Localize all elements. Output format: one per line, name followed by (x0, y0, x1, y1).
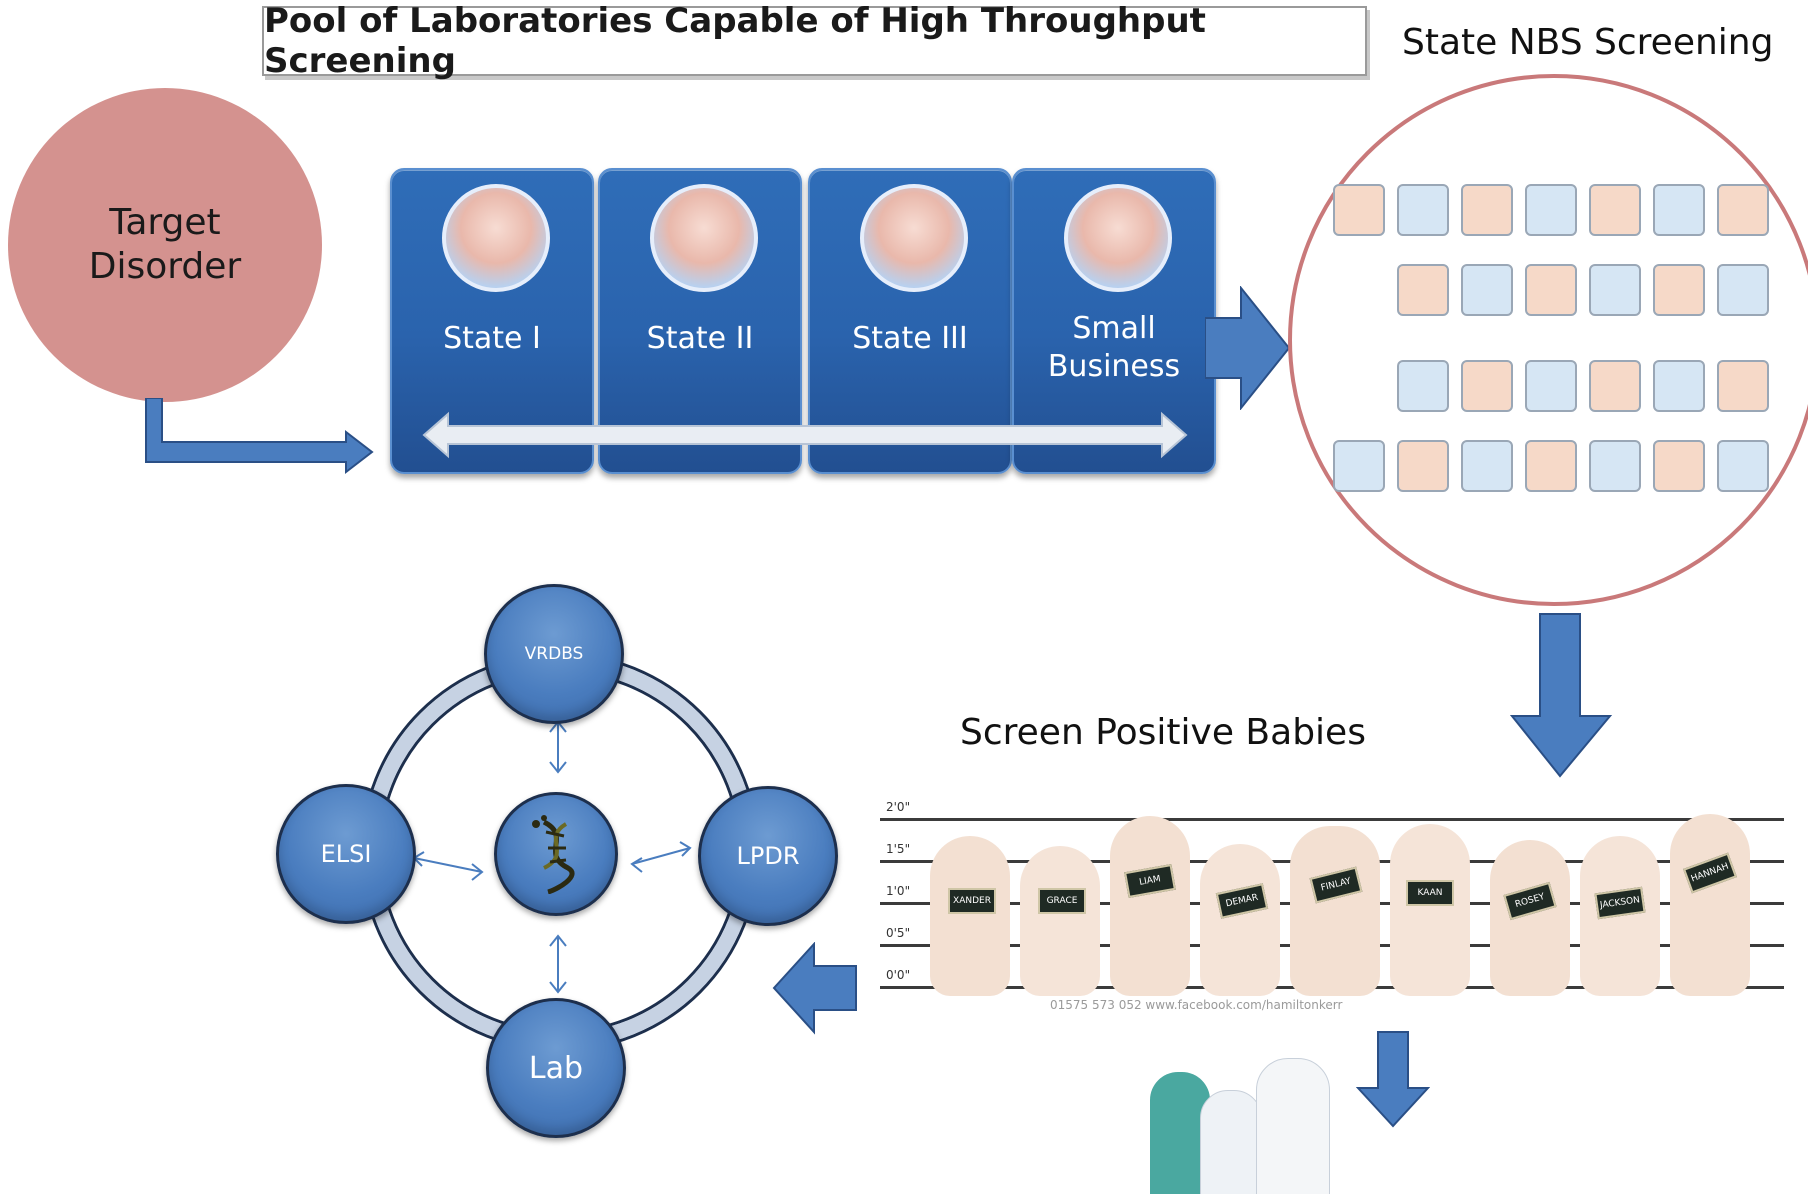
baby-icon (1397, 264, 1449, 316)
screening-to-positive-arrow (1510, 613, 1613, 778)
baby-figure (1200, 844, 1280, 996)
baby-figure (1290, 826, 1380, 996)
node-label: ELSI (320, 840, 372, 868)
baby-icon (1333, 440, 1385, 492)
target-disorder-circle: Target Disorder (8, 88, 322, 402)
baby-icon (1397, 360, 1449, 412)
baby-icon (1461, 184, 1513, 236)
diagram-title-text: Pool of Laboratories Capable of High Thr… (264, 1, 1206, 81)
baby-icon (1717, 440, 1769, 492)
baby-icon (1653, 440, 1705, 492)
baby-figure (1670, 814, 1750, 996)
height-mark: 1'5" (886, 842, 911, 856)
state-label: State I (443, 321, 541, 356)
state-label: State III (852, 321, 968, 356)
clinician-figure (1256, 1058, 1330, 1194)
height-mark: 0'0" (886, 968, 911, 982)
dna-footprint-icon (532, 815, 575, 894)
baby-icon (1525, 184, 1577, 236)
baby-icon (1653, 184, 1705, 236)
nbs-screening-circle (1288, 74, 1808, 606)
state-nbs-label: State NBS Screening (1402, 22, 1774, 63)
photo-credit: 01575 573 052 www.facebook.com/hamiltonk… (1050, 998, 1343, 1012)
baby-foot-image (1064, 184, 1172, 292)
baby-icon (1461, 440, 1513, 492)
name-card: GRACE (1038, 888, 1086, 914)
network-node-center (494, 792, 618, 916)
baby-icon (1525, 264, 1577, 316)
name-card: KAAN (1406, 880, 1454, 906)
state-card-3: State III (808, 168, 1012, 474)
baby-figure (1390, 824, 1470, 996)
baby-icon (1653, 360, 1705, 412)
screen-positive-label: Screen Positive Babies (960, 712, 1366, 753)
positive-to-clinicians-arrow (1356, 1031, 1430, 1128)
baby-icon (1653, 264, 1705, 316)
baby-icon (1461, 360, 1513, 412)
node-label: Lab (528, 1050, 584, 1086)
height-line (880, 818, 1784, 821)
state-card-1: State I (390, 168, 594, 474)
clinician-figure (1200, 1090, 1262, 1194)
baby-icon (1589, 440, 1641, 492)
target-to-states-arrow (145, 398, 374, 475)
name-card: XANDER (948, 888, 996, 914)
baby-icon (1717, 184, 1769, 236)
baby-icon (1333, 184, 1385, 236)
baby-icon (1461, 264, 1513, 316)
baby-figure (1020, 846, 1100, 996)
states-to-screening-arrow (1205, 286, 1291, 410)
clinicians-photo (1146, 1054, 1336, 1194)
baby-icon (1397, 440, 1449, 492)
target-disorder-label: Target Disorder (88, 202, 242, 287)
baby-icon (1717, 360, 1769, 412)
node-label: LPDR (736, 842, 800, 870)
baby-icon (1589, 360, 1641, 412)
baby-icon (1525, 360, 1577, 412)
baby-figure (930, 836, 1010, 996)
baby-icon (1717, 264, 1769, 316)
baby-foot-image (442, 184, 550, 292)
height-mark: 0'5" (886, 926, 911, 940)
baby-icon (1589, 184, 1641, 236)
height-mark: 1'0" (886, 884, 911, 898)
node-label: VRDBS (524, 644, 584, 664)
network-node-vrdbs: VRDBS (484, 584, 624, 724)
baby-icon (1589, 264, 1641, 316)
screen-positive-babies-photo: 2'0" 1'5" 1'0" 0'5" 0'0" XANDER GRACE LI… (880, 796, 1784, 1018)
baby-figure (1110, 816, 1190, 996)
state-collaboration-arrow (422, 411, 1188, 459)
baby-icon (1525, 440, 1577, 492)
baby-icon (1397, 184, 1449, 236)
height-mark: 2'0" (886, 800, 911, 814)
positive-to-network-arrow (772, 942, 857, 1035)
baby-foot-image (650, 184, 758, 292)
baby-figure (1490, 840, 1570, 996)
state-label: Small Business (1047, 311, 1181, 384)
state-card-2: State II (598, 168, 802, 474)
network-node-elsi: ELSI (276, 784, 416, 924)
network-node-lab: Lab (486, 998, 626, 1138)
baby-foot-image (860, 184, 968, 292)
network-node-lpdr: LPDR (698, 786, 838, 926)
diagram-title: Pool of Laboratories Capable of High Thr… (262, 1, 1367, 81)
network-connector-arrows (412, 720, 692, 994)
state-card-4: Small Business (1012, 168, 1216, 474)
state-label: State II (646, 321, 754, 356)
